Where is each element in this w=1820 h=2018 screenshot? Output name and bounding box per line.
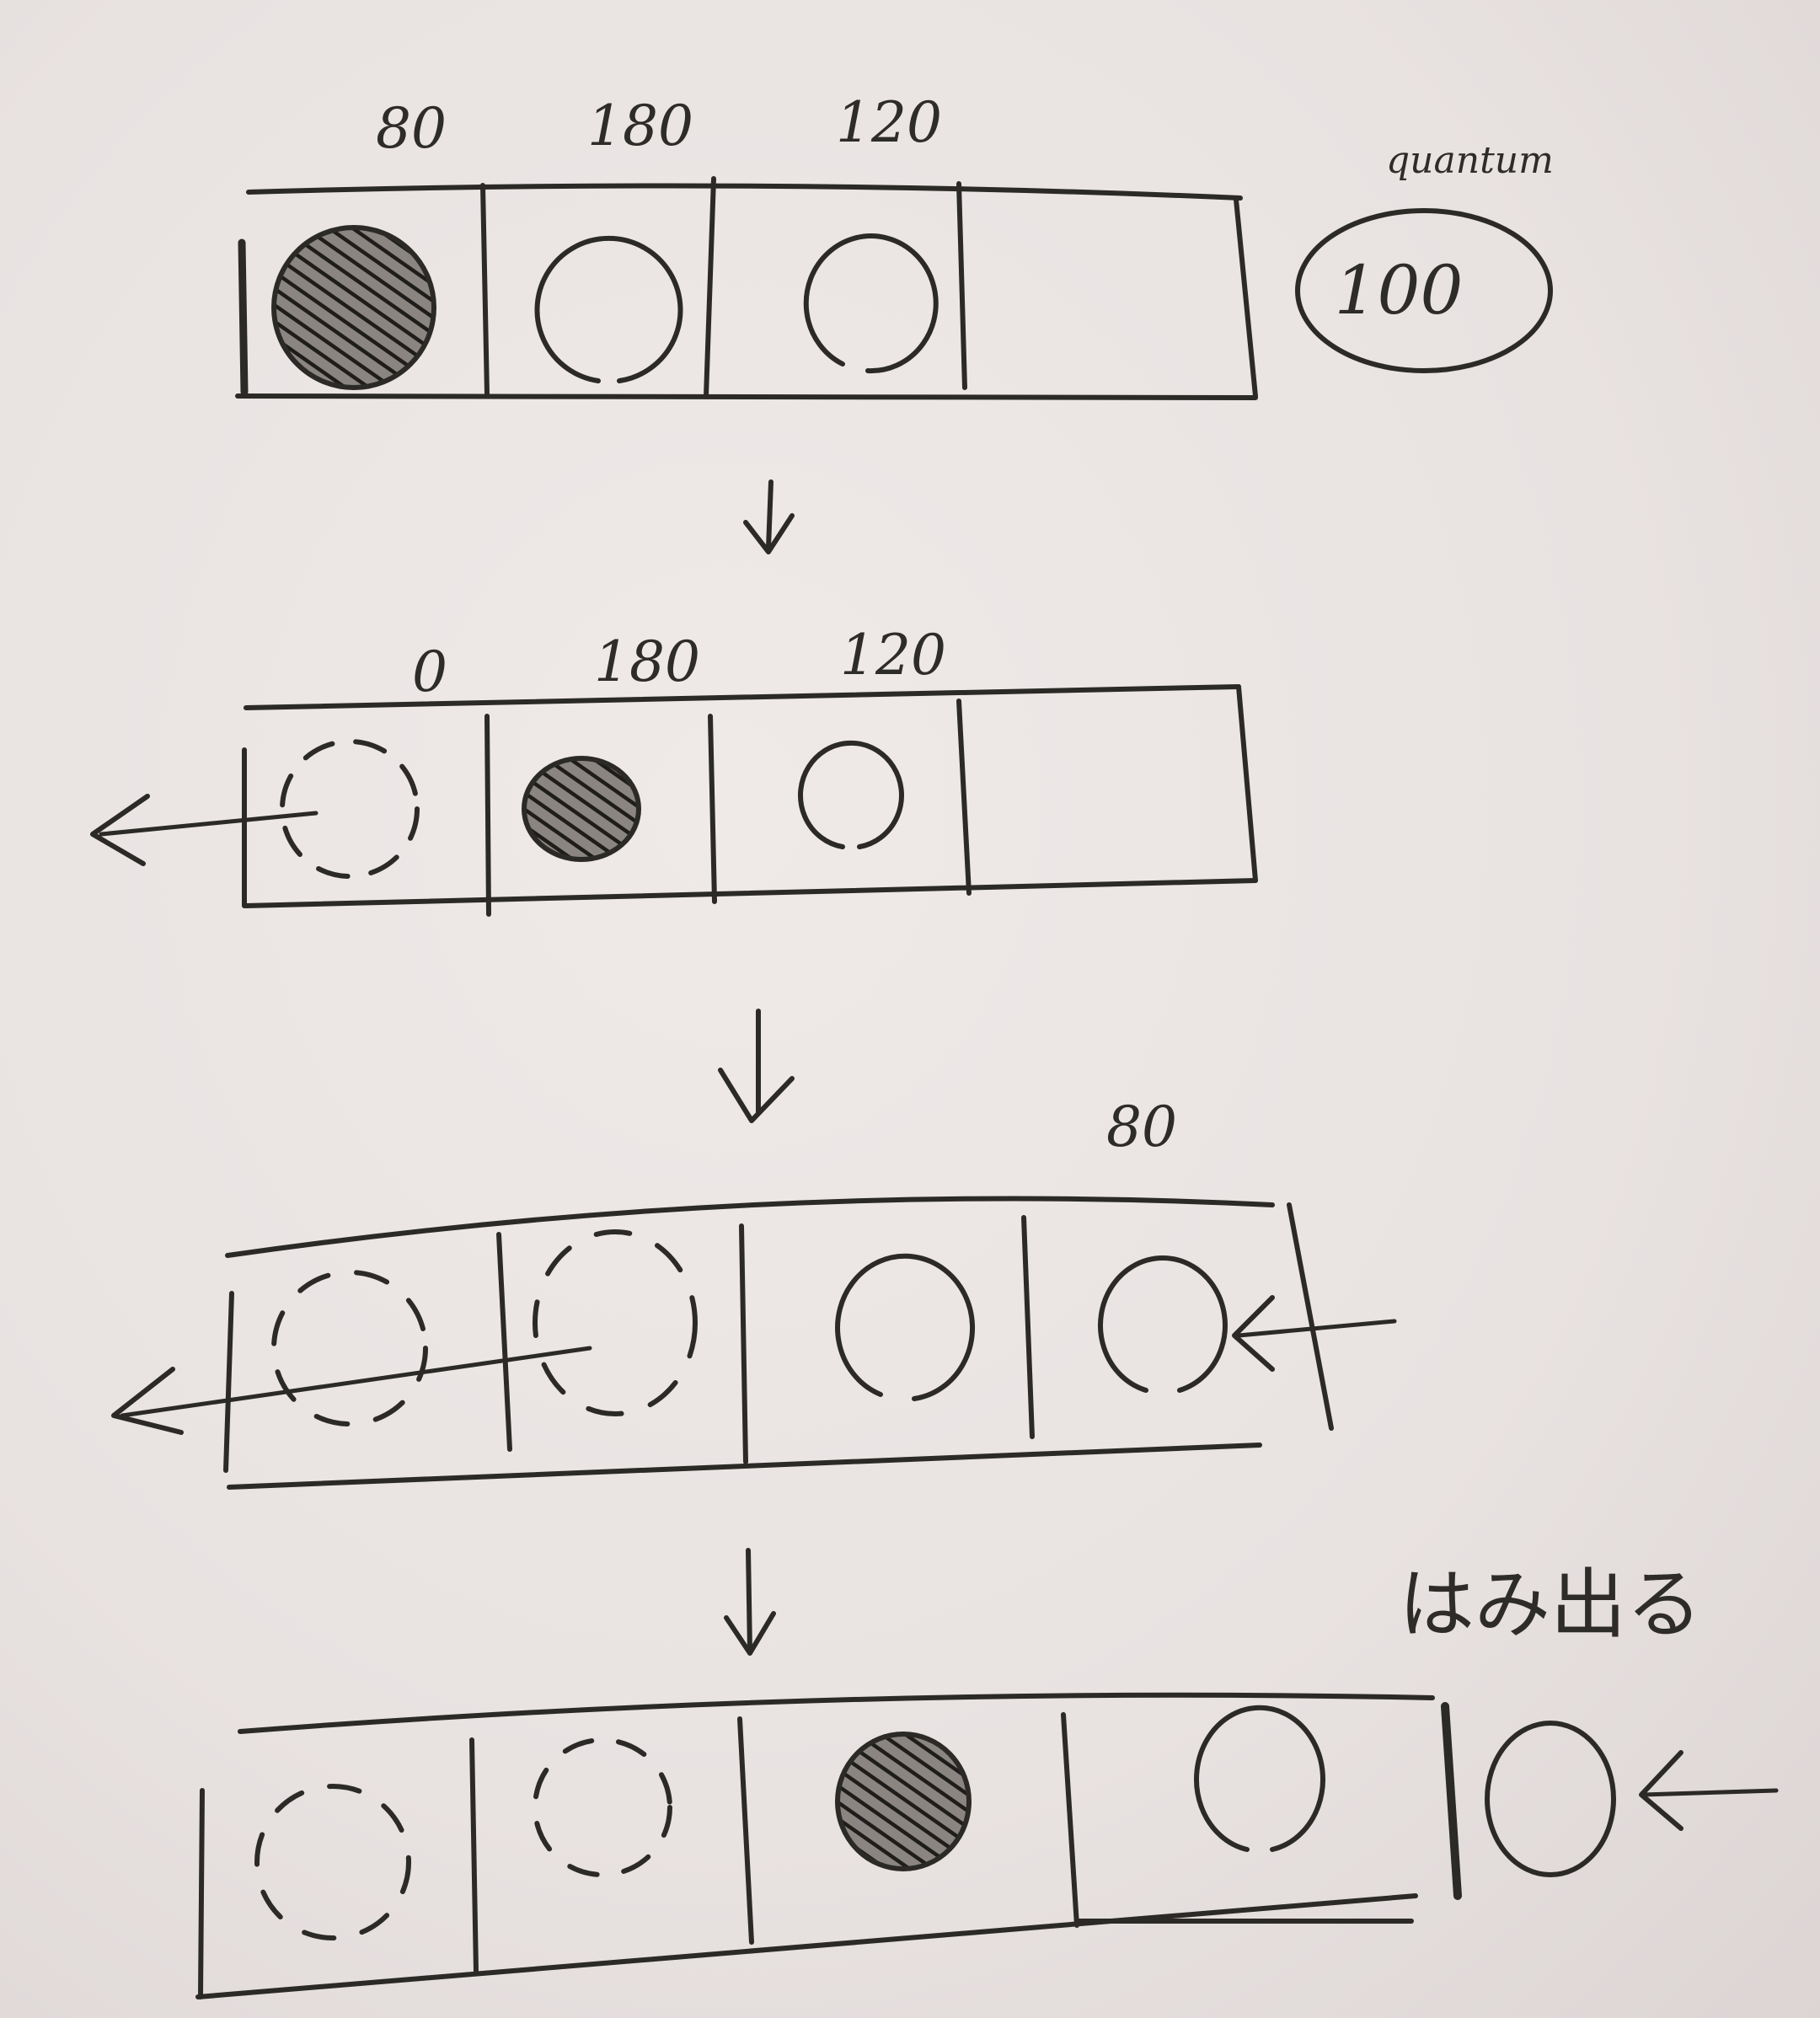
down-arrow-icon [743,479,795,554]
stage-2-label-2: 180 [594,629,700,694]
stage-3: 80 [111,1095,1397,1490]
stage-2-queue [242,684,1258,917]
stage-4-slot-2-dashed [533,1737,672,1877]
stage-3-slot-2-dashed [533,1229,698,1416]
stage-4: はみ出る [195,1560,1779,1999]
stage-3-slot-1-dashed [271,1270,428,1427]
quantum-value: 100 [1335,251,1464,329]
stage-1-label-1: 80 [376,96,447,161]
left-arrow-icon [90,794,318,866]
stage-4-slot-3-filled [835,1732,972,1871]
stage-1-label-3: 120 [836,90,942,155]
right-incoming-arrow-icon-2 [1639,1750,1779,1831]
stage-1-label-2: 180 [587,94,693,158]
down-arrow-icon-3 [724,1548,776,1656]
stage-4-slot-4-empty [1194,1705,1325,1852]
stage-1-slot-2-empty [534,236,683,383]
stage-1-slot-3-empty [803,233,939,374]
stage-3-label-1: 80 [1106,1095,1177,1159]
stage-2: 0 180 120 [90,623,1258,917]
quantum-label: quantum [1386,139,1554,182]
down-arrow-icon-2 [718,1009,795,1123]
stage-1-queue [235,176,1258,400]
overflow-annotation: はみ出る [1399,1560,1702,1649]
stage-3-slot-3-empty [835,1253,976,1401]
stage-4-slot-1-dashed [254,1784,411,1940]
stage-2-slot-1-dashed [280,739,420,879]
quantum-ellipse [1295,208,1553,373]
stage-4-queue [195,1692,1462,1999]
quantum-bubble: quantum 100 [1295,139,1554,373]
left-arrow-icon-2 [111,1346,592,1435]
stage-3-queue [223,1196,1334,1490]
stage-3-slot-4-empty [1098,1255,1228,1393]
stage-2-slot-3-empty [798,740,904,849]
stage-2-label-3: 120 [840,623,946,688]
right-incoming-arrow-icon [1232,1295,1397,1372]
stage-4-overflow-empty [1485,1721,1616,1877]
stage-1-slot-1-filled [271,225,436,390]
stage-2-label-1: 0 [412,640,447,704]
stage-1: 80 180 120 quantum 100 [235,90,1554,400]
stage-2-slot-2-filled [522,756,641,862]
